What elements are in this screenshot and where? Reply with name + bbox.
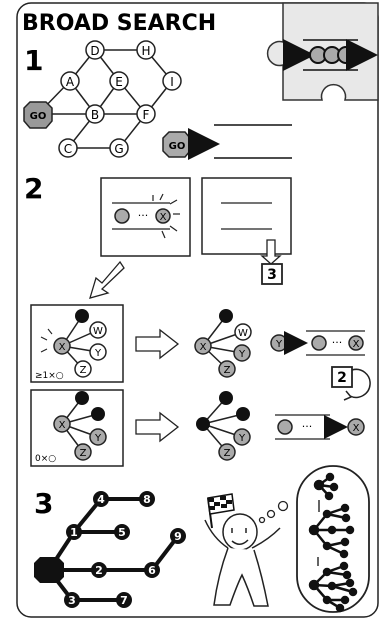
svg-text:Y: Y xyxy=(238,433,246,444)
happy-person-icon xyxy=(204,513,281,607)
graph-node-d: D xyxy=(85,40,105,60)
svg-text:Z: Z xyxy=(80,365,87,376)
tree-node-2: 2 xyxy=(91,562,107,578)
count-label-none: 0×○ xyxy=(35,454,56,464)
svg-text:8: 8 xyxy=(143,493,151,506)
svg-text:X: X xyxy=(200,342,207,353)
tree-node-8: 8 xyxy=(139,491,155,507)
svg-text:W: W xyxy=(93,326,103,337)
svg-text:···: ··· xyxy=(138,209,149,222)
svg-text:3: 3 xyxy=(68,594,76,607)
tree-node-5: 5 xyxy=(114,524,130,540)
search-graph xyxy=(37,49,173,149)
page-title: BROAD SEARCH xyxy=(22,11,216,36)
puzzle-piece-icon xyxy=(266,2,379,101)
svg-text:2: 2 xyxy=(95,564,103,577)
svg-text:X: X xyxy=(59,420,66,431)
case-visited-box: Y Z X 0×○ xyxy=(30,389,124,467)
graph-node-a: A xyxy=(60,71,80,91)
goto-step-3-badge: 3 xyxy=(260,239,283,285)
check-queue-box: ··· X xyxy=(100,177,191,257)
svg-text:1: 1 xyxy=(70,526,78,539)
return-to-step-2-badge: 2 xyxy=(331,366,371,401)
svg-text:E: E xyxy=(115,75,123,89)
bfs-order-tree xyxy=(47,497,180,602)
svg-text:F: F xyxy=(143,108,150,122)
graph-node-g: G xyxy=(109,138,129,158)
card-border xyxy=(16,2,379,618)
start-node-go: GO xyxy=(23,101,53,129)
svg-text:B: B xyxy=(91,108,99,122)
graph-node-e: E xyxy=(109,71,129,91)
svg-text:Y: Y xyxy=(275,339,283,350)
dequeue-row: ··· X xyxy=(275,414,365,440)
svg-text:Y: Y xyxy=(94,348,102,359)
svg-text:GO: GO xyxy=(169,141,186,152)
tree-root-node xyxy=(34,557,64,583)
graph-node-h: H xyxy=(136,40,156,60)
branch-arrow-icon xyxy=(89,260,125,299)
tree-node-9: 9 xyxy=(170,528,186,544)
tree-node-7: 7 xyxy=(116,592,132,608)
svg-text:D: D xyxy=(90,44,99,58)
svg-text:4: 4 xyxy=(97,493,105,506)
graph-node-c: C xyxy=(58,138,78,158)
tree-node-4: 4 xyxy=(93,491,109,507)
svg-text:···: ··· xyxy=(332,336,343,349)
go-queue-start: GO xyxy=(162,124,292,160)
transition-arrow-icon xyxy=(135,411,180,443)
svg-text:Z: Z xyxy=(224,448,231,459)
expanded-node-result: W Y Z X xyxy=(194,309,252,378)
svg-text:C: C xyxy=(64,142,72,156)
svg-text:I: I xyxy=(170,75,174,89)
svg-text:A: A xyxy=(66,75,75,89)
case-unvisited-box: W Y Z X ≥1×○ xyxy=(30,304,124,383)
enqueue-row: Y ··· X xyxy=(270,330,365,356)
transition-arrow-icon xyxy=(135,328,180,360)
svg-text:Y: Y xyxy=(94,433,102,444)
svg-text:Z: Z xyxy=(80,448,87,459)
step-3-number: 3 xyxy=(34,487,53,520)
svg-text:W: W xyxy=(238,328,248,339)
count-label-some: ≥1×○ xyxy=(35,371,64,381)
svg-text:X: X xyxy=(59,342,66,353)
tree-node-3: 3 xyxy=(64,592,80,608)
svg-text:3: 3 xyxy=(267,267,277,283)
svg-text:6: 6 xyxy=(148,564,156,577)
svg-text:5: 5 xyxy=(118,526,126,539)
svg-text:GO: GO xyxy=(30,111,47,122)
tree-node-1: 1 xyxy=(66,524,82,540)
graph-node-b: B xyxy=(85,104,105,124)
step-1-number: 1 xyxy=(24,44,43,77)
graph-node-f: F xyxy=(136,104,156,124)
svg-text:···: ··· xyxy=(302,420,313,433)
svg-text:X: X xyxy=(353,423,360,434)
svg-text:X: X xyxy=(160,212,167,223)
visited-node-result: Y Z xyxy=(196,391,251,461)
tree-node-6: 6 xyxy=(144,562,160,578)
svg-text:7: 7 xyxy=(120,594,128,607)
tree-growth-bubble xyxy=(296,465,370,613)
svg-text:H: H xyxy=(141,44,150,58)
step-2-number: 2 xyxy=(24,172,43,205)
svg-text:9: 9 xyxy=(174,530,182,543)
svg-text:X: X xyxy=(353,339,360,350)
svg-text:2: 2 xyxy=(337,370,347,386)
graph-node-i: I xyxy=(162,71,182,91)
checkered-flag-icon xyxy=(207,493,235,529)
svg-text:Z: Z xyxy=(224,365,231,376)
svg-text:Y: Y xyxy=(238,349,246,360)
svg-text:G: G xyxy=(114,142,123,156)
thought-bubble-icon xyxy=(258,500,289,524)
empty-queue-box xyxy=(201,177,292,255)
